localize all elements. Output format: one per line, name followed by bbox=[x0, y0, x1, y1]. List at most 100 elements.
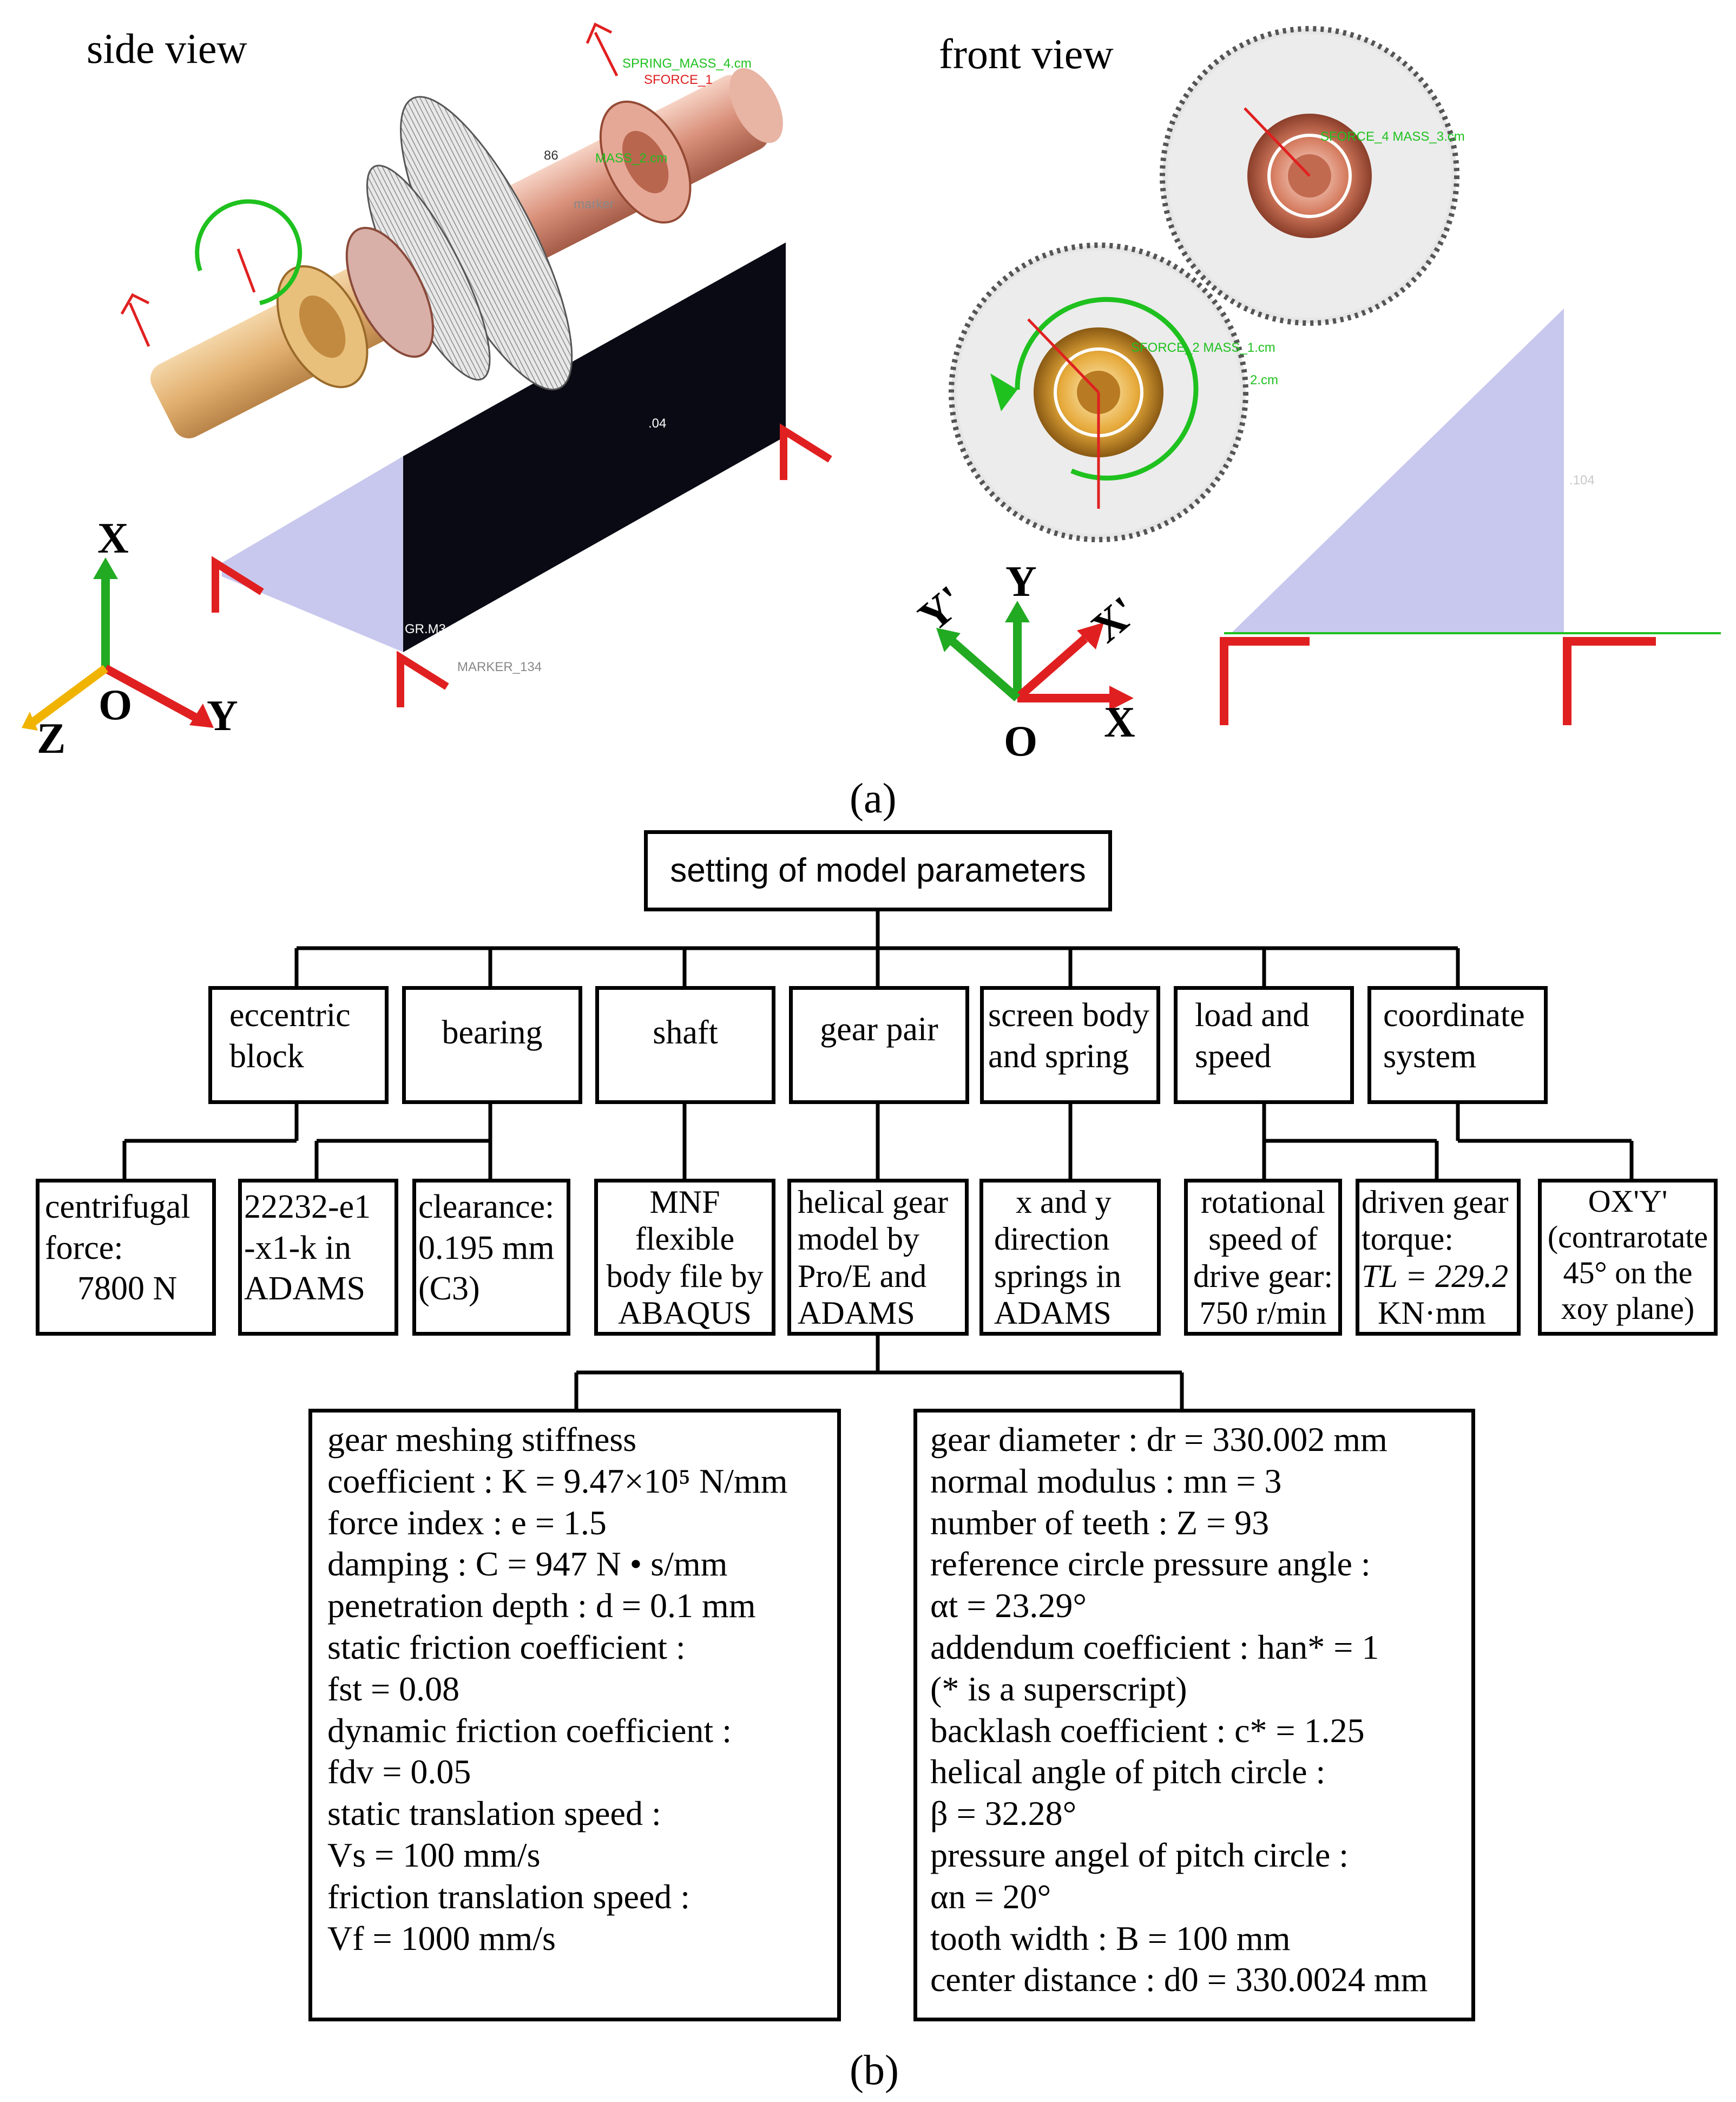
detail-line: helical gear bbox=[798, 1184, 949, 1220]
category-bearing: bearing bbox=[402, 986, 582, 1104]
detail-line: TL = 229.2 bbox=[1362, 1258, 1509, 1294]
annotation-marker: marker bbox=[574, 197, 614, 212]
detail-line: 45° on the bbox=[1563, 1255, 1693, 1291]
meshing-line: static friction coefficient : bbox=[327, 1627, 686, 1666]
category-load-speed: load and speed bbox=[1174, 986, 1354, 1104]
geometry-line: backlash coefficient : c* = 1.25 bbox=[930, 1711, 1365, 1750]
root-label: setting of model parameters bbox=[670, 852, 1086, 890]
meshing-line: force index : e = 1.5 bbox=[327, 1503, 607, 1542]
meshing-line: damping : C = 947 N • s/mm bbox=[327, 1545, 728, 1584]
annotation-04: .04 bbox=[648, 416, 666, 431]
render-annotations: SPRING_MASS_4.cm SFORCE_1 MASS_2.cm 86 m… bbox=[405, 56, 1595, 674]
side-axis-x-label: X bbox=[97, 515, 129, 562]
category-line: bearing bbox=[442, 1014, 543, 1051]
detail-line: model by bbox=[798, 1221, 919, 1257]
detail-helical-gear: helical gear model by Pro/E and ADAMS bbox=[787, 1179, 969, 1336]
geometry-line: helical angle of pitch circle : bbox=[930, 1752, 1326, 1791]
detail-line: 7800 N bbox=[77, 1270, 177, 1308]
detail-line: OX'Y' bbox=[1588, 1184, 1668, 1219]
detail-line: speed of bbox=[1208, 1221, 1318, 1257]
detail-line: springs in bbox=[994, 1258, 1122, 1294]
category-gear-pair: gear pair bbox=[789, 986, 969, 1104]
annotation-grm: GR.M3 bbox=[405, 622, 446, 636]
front-force-markers bbox=[1027, 107, 1311, 509]
detail-line: torque: bbox=[1362, 1221, 1454, 1257]
annotation-spring-marker: SPRING_MASS_4.cm bbox=[622, 56, 752, 71]
geometry-line: (* is a superscript) bbox=[930, 1669, 1187, 1708]
sub-label-b: (b) bbox=[850, 2046, 899, 2093]
detail-mnf: MNF flexible body file by ABAQUS bbox=[594, 1179, 775, 1336]
meshing-line: fst = 0.08 bbox=[327, 1669, 460, 1708]
spring-markers-front bbox=[1220, 637, 1656, 725]
category-screen-body: screen body and spring bbox=[980, 986, 1160, 1104]
detail-line: driven gear bbox=[1362, 1184, 1509, 1220]
meshing-line: dynamic friction coefficient : bbox=[327, 1711, 732, 1750]
detail-centrifugal-force: centrifugal force: 7800 N bbox=[36, 1179, 216, 1336]
front-axis-o-label: O bbox=[1004, 718, 1038, 765]
category-line: speed bbox=[1195, 1037, 1272, 1075]
front-view-axes bbox=[936, 601, 1134, 711]
spring-markers-side bbox=[212, 423, 832, 707]
detail-line: x and y bbox=[1016, 1184, 1112, 1220]
simulation-render: SPRING_MASS_4.cm SFORCE_1 MASS_2.cm 86 m… bbox=[15, 16, 1725, 763]
category-line: and spring bbox=[988, 1037, 1129, 1075]
geometry-line: center distance : d0 = 330.0024 mm bbox=[930, 1960, 1428, 1999]
geometry-line: number of teeth : Z = 93 bbox=[930, 1503, 1270, 1542]
category-line: eccentric bbox=[229, 997, 351, 1034]
detail-line: -x1-k in bbox=[244, 1229, 352, 1266]
detail-bearing-model: 22232-e1 -x1-k in ADAMS bbox=[238, 1179, 398, 1336]
detail-line: KN·mm bbox=[1378, 1295, 1486, 1331]
detail-line: xoy plane) bbox=[1561, 1291, 1695, 1326]
root-node: setting of model parameters bbox=[644, 830, 1112, 911]
annotation-mass-2: MASS_2.cm bbox=[595, 151, 667, 166]
meshing-line: fdv = 0.05 bbox=[327, 1752, 471, 1791]
category-line: screen body bbox=[988, 997, 1149, 1034]
category-line: system bbox=[1383, 1037, 1477, 1075]
detail-line: flexible bbox=[635, 1221, 735, 1257]
geometry-line: αt = 23.29° bbox=[930, 1586, 1087, 1625]
category-coordinate-system: coordinate system bbox=[1367, 986, 1548, 1104]
meshing-line: static translation speed : bbox=[327, 1794, 661, 1833]
side-view-axes bbox=[22, 557, 214, 731]
detail-springs: x and y direction springs in ADAMS bbox=[979, 1179, 1161, 1336]
annotation-front-mass3: SFORCE_4 MASS_3.cm bbox=[1320, 129, 1465, 144]
detail-line: 22232-e1 bbox=[244, 1188, 371, 1225]
category-shaft: shaft bbox=[595, 986, 775, 1104]
geometry-line: pressure angel of pitch circle : bbox=[930, 1835, 1349, 1874]
detail-line: ABAQUS bbox=[618, 1295, 752, 1331]
detail-clearance: clearance: 0.195 mm (C3) bbox=[412, 1179, 570, 1336]
side-axis-o-label: O bbox=[98, 681, 133, 729]
detail-line: (C3) bbox=[418, 1270, 480, 1308]
detail-line: rotational bbox=[1201, 1184, 1325, 1220]
front-screen-face bbox=[1231, 308, 1564, 633]
detail-line: 0.195 mm bbox=[418, 1229, 555, 1266]
detail-line: clearance: bbox=[418, 1188, 555, 1225]
category-line: shaft bbox=[653, 1014, 718, 1051]
detail-line: ADAMS bbox=[994, 1295, 1112, 1331]
geometry-line: β = 32.28° bbox=[930, 1794, 1077, 1833]
annotation-front-104: .104 bbox=[1569, 473, 1595, 488]
annotation-86: 86 bbox=[544, 148, 558, 163]
screen-body-face bbox=[222, 456, 403, 652]
detail-line: centrifugal bbox=[45, 1188, 190, 1225]
detail-line: body file by bbox=[606, 1258, 764, 1294]
annotation-front-2cm: 2.cm bbox=[1250, 373, 1278, 387]
detail-line: drive gear: bbox=[1193, 1258, 1333, 1294]
annotation-sforce: SFORCE_1 bbox=[644, 73, 713, 87]
rotation-arc bbox=[195, 199, 303, 305]
detail-line: ADAMS bbox=[798, 1295, 915, 1331]
meshing-line: gear meshing stiffness bbox=[327, 1420, 637, 1459]
detail-line: ADAMS bbox=[244, 1270, 365, 1308]
detail-line: Pro/E and bbox=[798, 1258, 927, 1294]
detail-line: force: bbox=[45, 1229, 123, 1266]
annotation-front-mass1: SFORCE_2 MASS_1.cm bbox=[1131, 340, 1275, 355]
detail-line: direction bbox=[994, 1221, 1110, 1257]
meshing-line: friction translation speed : bbox=[327, 1877, 691, 1916]
meshing-line: Vf = 1000 mm/s bbox=[327, 1919, 556, 1958]
category-line: gear pair bbox=[820, 1011, 938, 1048]
side-axis-z-label: Z bbox=[37, 715, 66, 763]
category-eccentric-block: eccentric block bbox=[208, 986, 389, 1104]
